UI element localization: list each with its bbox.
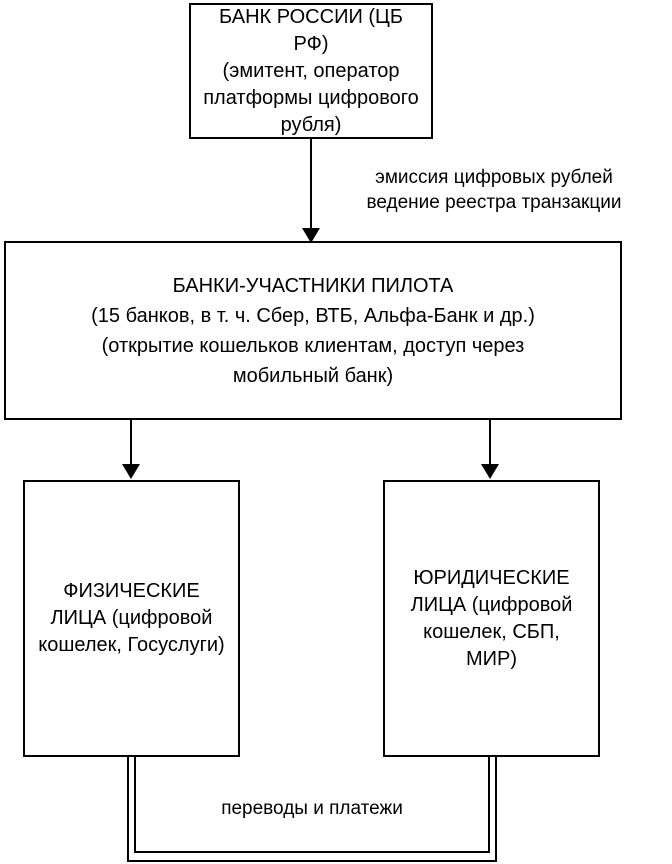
transfers-label: переводы и платежи <box>221 798 403 819</box>
pilot-banks-label: БАНКИ-УЧАСТНИКИ ПИЛОТА (15 банков, в т. … <box>91 274 535 387</box>
transfers-connector-outer <box>127 756 497 862</box>
legal-entities-box: ЮРИДИЧЕСКИЕ ЛИЦА (цифровой кошелек, СБП,… <box>383 480 600 757</box>
arrow-banks-to-legal-entities-line <box>489 420 491 465</box>
emission-label: эмиссия цифровых рублей ведение реестра … <box>366 167 622 213</box>
individuals-box: ФИЗИЧЕСКИЕ ЛИЦА (цифровой кошелек, Госус… <box>23 480 240 757</box>
pilot-banks-box: БАНКИ-УЧАСТНИКИ ПИЛОТА (15 банков, в т. … <box>4 241 622 420</box>
legal-entities-label: ЮРИДИЧЕСКИЕ ЛИЦА (цифровой кошелек, СБП,… <box>410 566 573 670</box>
arrow-cb-to-banks-line <box>310 139 312 229</box>
individuals-label: ФИЗИЧЕСКИЕ ЛИЦА (цифровой кошелек, Госус… <box>38 580 225 656</box>
arrow-down-icon <box>302 228 320 243</box>
arrow-banks-to-individuals-line <box>130 420 132 465</box>
arrow-down-icon <box>481 464 499 479</box>
transfers-connector-inner <box>134 756 490 853</box>
central-bank-box: БАНК РОССИИ (ЦБ РФ) (эмитент, оператор п… <box>189 3 433 139</box>
arrow-down-icon <box>122 464 140 479</box>
central-bank-label: БАНК РОССИИ (ЦБ РФ) (эмитент, оператор п… <box>203 5 419 136</box>
